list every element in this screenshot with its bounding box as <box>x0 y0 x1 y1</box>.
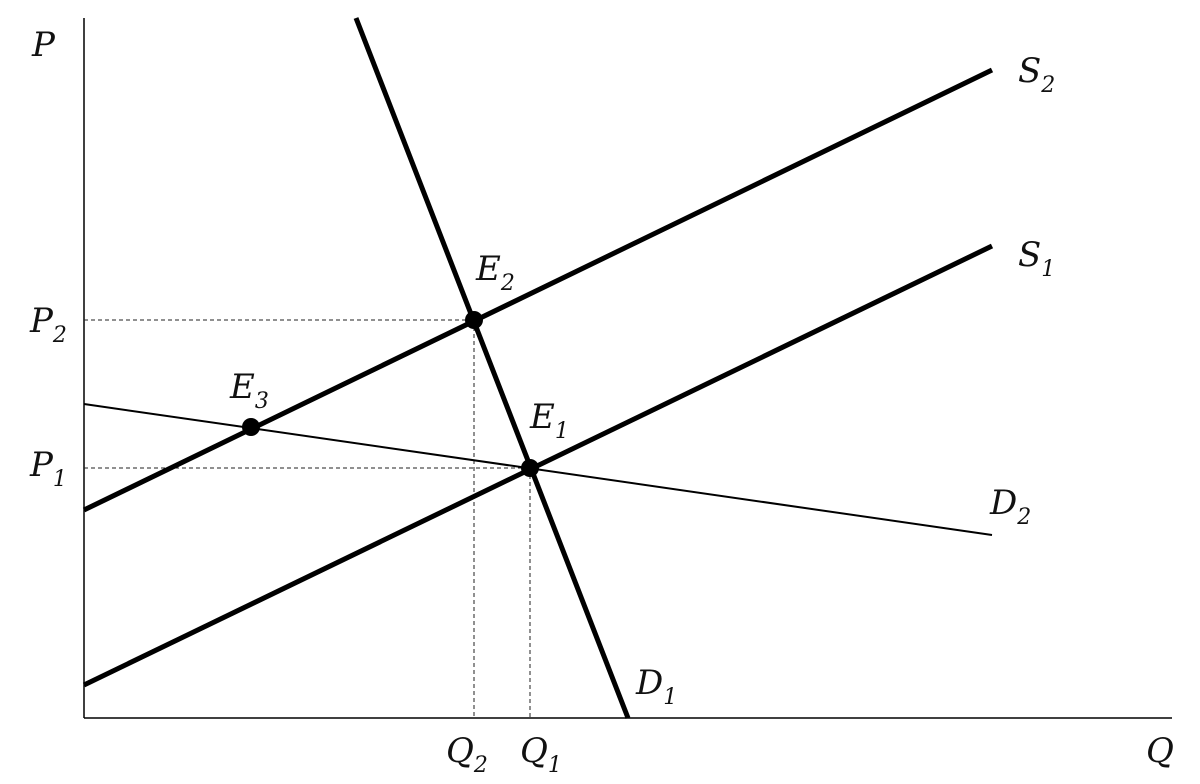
curve-label-s2: S2 <box>1018 51 1055 98</box>
price-label-p1: P1 <box>29 445 67 492</box>
quantity-label-q2: Q2 <box>446 731 488 778</box>
curve-label-d1: D1 <box>635 663 677 710</box>
equilibrium-label-e3: E3 <box>229 367 269 414</box>
price-label-p2: P2 <box>29 301 67 348</box>
x-axis-label: Q <box>1146 731 1174 771</box>
equilibrium-point-e3 <box>242 418 260 436</box>
equilibrium-point-e1 <box>521 459 539 477</box>
y-axis-label: P <box>31 25 56 65</box>
curve-label-s1: S1 <box>1018 235 1055 282</box>
quantity-label-q1: Q1 <box>520 731 562 778</box>
equilibrium-point-e2 <box>465 311 483 329</box>
equilibrium-label-e2: E2 <box>475 249 515 296</box>
equilibrium-label-e1: E1 <box>529 397 569 444</box>
curve-label-d2: D2 <box>989 483 1031 530</box>
curve-s2 <box>82 67 994 513</box>
curve-d1 <box>353 17 631 719</box>
